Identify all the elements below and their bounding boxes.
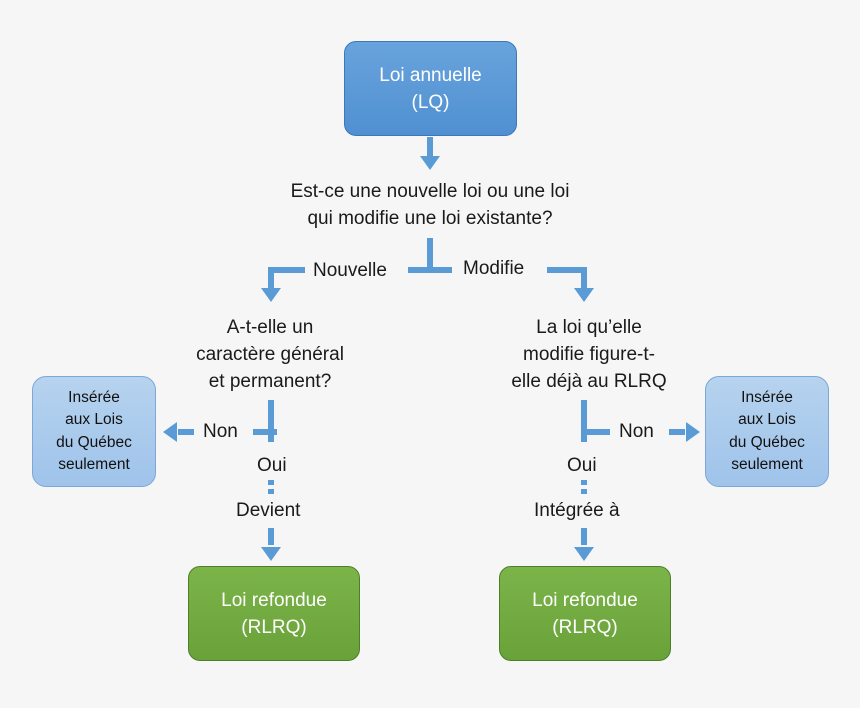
label-nouvelle: Nouvelle xyxy=(311,260,389,282)
right-question-line2: modifie figure-t- xyxy=(523,344,655,365)
label-non-left: Non xyxy=(201,421,240,443)
arrowhead-non-right xyxy=(686,422,700,442)
side-right-line3: du Québec xyxy=(729,433,805,451)
side-right-line2: aux Lois xyxy=(738,411,796,428)
left-question-line1: A-t-elle un xyxy=(226,317,314,338)
end-right-line2: (RLRQ) xyxy=(552,616,618,638)
label-integree: Intégrée à xyxy=(532,500,622,522)
right-question-line3: elle déjà au RLRQ xyxy=(511,371,667,392)
arrowhead-start-to-question xyxy=(420,156,440,170)
label-non-right: Non xyxy=(617,421,656,443)
right-question: La loi qu’elle modifie figure-t- elle dé… xyxy=(498,314,680,395)
side-left-line2: aux Lois xyxy=(65,411,123,428)
left-question-line3: et permanent? xyxy=(208,371,332,392)
arrowhead-right-end xyxy=(574,547,594,561)
connector-nouvelle xyxy=(268,267,305,288)
label-oui-right: Oui xyxy=(565,455,599,477)
arrowhead-modifie xyxy=(574,288,594,302)
left-question: A-t-elle un caractère général et permane… xyxy=(190,314,350,395)
side-right-line1: Insérée xyxy=(741,388,793,406)
main-question: Est-ce une nouvelle loi ou une loi qui m… xyxy=(255,178,605,232)
arrowhead-nouvelle xyxy=(261,288,281,302)
start-node-line1: Loi annuelle xyxy=(379,64,482,86)
side-right-line4: seulement xyxy=(731,456,803,473)
end-node-left-loi-refondue: Loi refondue (RLRQ) xyxy=(188,566,360,661)
arrowhead-left-end xyxy=(261,547,281,561)
start-node-loi-annuelle: Loi annuelle (LQ) xyxy=(344,41,517,136)
side-node-left-inseree: Insérée aux Lois du Québec seulement xyxy=(32,376,156,487)
end-right-line1: Loi refondue xyxy=(532,589,638,611)
connector-modifie xyxy=(547,267,587,288)
main-question-line1: Est-ce une nouvelle loi ou une loi xyxy=(290,181,570,202)
side-node-right-inseree: Insérée aux Lois du Québec seulement xyxy=(705,376,829,487)
side-left-line3: du Québec xyxy=(56,433,132,451)
label-modifie: Modifie xyxy=(461,258,527,280)
end-left-line1: Loi refondue xyxy=(221,589,327,611)
end-left-line2: (RLRQ) xyxy=(241,616,307,638)
label-oui-left: Oui xyxy=(255,455,289,477)
side-left-line4: seulement xyxy=(58,456,130,473)
side-left-line1: Insérée xyxy=(68,388,120,406)
label-devient: Devient xyxy=(234,500,303,522)
arrowhead-non-left xyxy=(163,422,177,442)
right-question-line1: La loi qu’elle xyxy=(536,317,642,338)
end-node-right-loi-refondue: Loi refondue (RLRQ) xyxy=(499,566,671,661)
left-question-line2: caractère général xyxy=(196,344,344,365)
start-node-line2: (LQ) xyxy=(411,91,450,113)
main-question-line2: qui modifie une loi existante? xyxy=(307,208,553,229)
